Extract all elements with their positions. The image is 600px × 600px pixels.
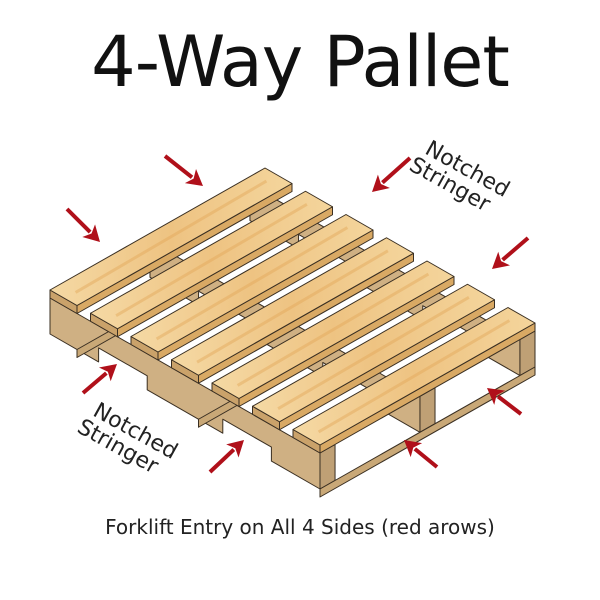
red-arrow-icon — [65, 207, 92, 234]
top-board-2 — [90, 190, 333, 330]
wood-grain — [74, 179, 268, 294]
red-arrow-icon — [98, 364, 117, 382]
red-arrow-icon — [82, 224, 100, 242]
wood-grain — [277, 296, 470, 410]
top-board-6 — [252, 283, 495, 423]
wood-grain — [155, 226, 349, 341]
top-board-3 — [130, 214, 374, 353]
caption: Forklift Entry on All 4 Sides (red arows… — [105, 515, 495, 539]
top-board-4 — [171, 237, 414, 376]
red-arrow-icon — [226, 440, 244, 458]
forklift-entry-arrows — [65, 154, 530, 474]
top-board-1 — [49, 167, 293, 306]
bottom-board-3 — [319, 366, 536, 498]
wood-grain — [317, 319, 511, 434]
page-title: 4-Way Pallet — [91, 21, 510, 103]
red-arrow-icon — [413, 447, 439, 469]
red-arrow-icon — [487, 388, 506, 405]
red-arrow-icon — [404, 440, 423, 458]
red-arrow-icon — [184, 169, 203, 186]
red-arrow-icon — [163, 154, 194, 179]
red-arrow-icon — [492, 251, 510, 269]
red-arrow-icon — [381, 156, 412, 185]
red-arrow-icon — [372, 174, 390, 192]
wood-grain — [115, 203, 308, 317]
top-board-7 — [292, 307, 536, 446]
red-arrow-icon — [496, 394, 523, 416]
wood-grain — [196, 249, 389, 364]
red-arrow-icon — [81, 371, 108, 395]
wood-grain — [236, 272, 430, 387]
pallet — [49, 167, 536, 498]
red-arrow-icon — [501, 236, 530, 262]
red-arrow-icon — [208, 448, 236, 474]
top-board-5 — [211, 260, 455, 399]
